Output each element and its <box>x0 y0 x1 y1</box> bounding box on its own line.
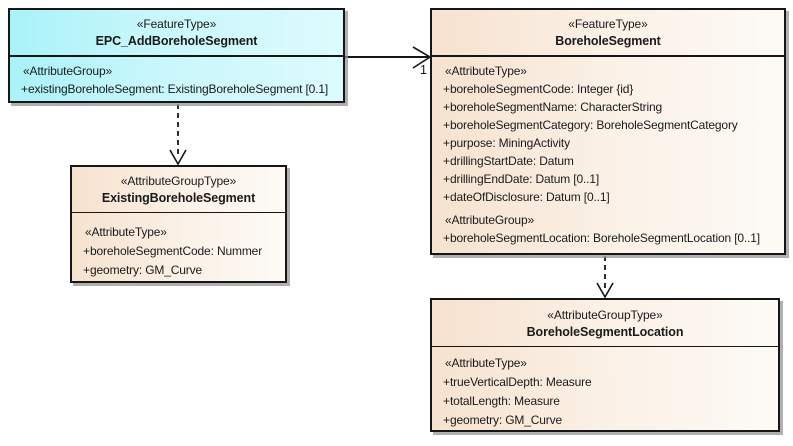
class-stereotype: «AttributeGroupType» <box>547 307 663 322</box>
visibility-marker: + <box>443 118 450 132</box>
visibility-marker: + <box>443 190 450 204</box>
visibility-marker: + <box>443 231 450 245</box>
class-box-boreholesegment[interactable]: «FeatureType» BoreholeSegment «Attribute… <box>430 8 786 255</box>
attribute-text: boreholeSegmentName: CharacterString <box>450 100 663 114</box>
attribute-text: totalLength: Measure <box>450 393 560 408</box>
attribute-row: + purpose: MiningActivity <box>432 134 784 152</box>
attribute-text: geometry: GM_Curve <box>450 412 563 427</box>
attribute-stereotype: «AttributeType» <box>445 355 527 370</box>
visibility-marker: + <box>443 82 450 96</box>
visibility-marker: + <box>443 412 450 427</box>
class-attributes: «AttributeType» + boreholeSegmentCode: I… <box>432 57 784 247</box>
visibility-marker: + <box>83 243 90 258</box>
attribute-text: boreholeSegmentCode: Integer {id} <box>450 82 634 96</box>
multiplicity-label: 1 <box>420 63 427 77</box>
class-attributes: «AttributeType» + trueVerticalDepth: Mea… <box>432 347 778 429</box>
visibility-marker: + <box>21 82 28 96</box>
attribute-text: drillingStartDate: Datum <box>450 154 574 168</box>
attribute-row: + boreholeSegmentName: CharacterString <box>432 98 784 116</box>
class-stereotype: «AttributeGroupType» <box>120 174 237 188</box>
class-name: ExistingBoreholeSegment <box>101 191 256 205</box>
attribute-row: + boreholeSegmentCode: Nummer <box>72 241 285 260</box>
attribute-text: existingBoreholeSegment: ExistingBorehol… <box>28 82 329 96</box>
attribute-row: + geometry: GM_Curve <box>432 410 778 429</box>
visibility-marker: + <box>443 374 450 389</box>
attribute-text: dateOfDisclosure: Datum [0..1] <box>450 190 610 204</box>
visibility-marker: + <box>83 262 90 277</box>
class-name: EPC_AddBoreholeSegment <box>95 34 258 48</box>
connector-association <box>345 46 432 69</box>
attribute-text: purpose: MiningActivity <box>450 136 570 150</box>
class-header: «AttributeGroupType» BoreholeSegmentLoca… <box>432 300 778 347</box>
class-name: BoreholeSegmentLocation <box>526 324 684 339</box>
class-name: BoreholeSegment <box>555 34 661 48</box>
attribute-row: + drillingStartDate: Datum <box>432 152 784 170</box>
visibility-marker: + <box>443 172 450 186</box>
attribute-row: + totalLength: Measure <box>432 391 778 410</box>
attribute-stereotype: «AttributeType» <box>445 64 527 78</box>
attribute-row: + geometry: GM_Curve <box>72 260 285 279</box>
connector-dependency-location <box>596 256 614 299</box>
attribute-text: trueVerticalDepth: Measure <box>450 374 592 389</box>
attribute-stereotype: «AttributeType» <box>85 224 167 239</box>
attribute-text: geometry: GM_Curve <box>90 262 203 277</box>
attribute-row: + boreholeSegmentCode: Integer {id} <box>432 80 784 98</box>
attribute-row: + existingBoreholeSegment: ExistingBoreh… <box>10 80 343 98</box>
attribute-text: drillingEndDate: Datum [0..1] <box>450 172 600 186</box>
attribute-stereotype: «AttributeGroup» <box>445 213 534 227</box>
class-box-boreholesegmentlocation[interactable]: «AttributeGroupType» BoreholeSegmentLoca… <box>430 298 780 432</box>
visibility-marker: + <box>443 136 450 150</box>
attribute-text: boreholeSegmentCategory: BoreholeSegment… <box>450 118 738 132</box>
class-box-epc-addboreholesegment[interactable]: «FeatureType» EPC_AddBoreholeSegment «At… <box>8 8 345 103</box>
class-attributes: «AttributeType» + boreholeSegmentCode: N… <box>72 213 285 279</box>
class-stereotype: «FeatureType» <box>568 17 648 31</box>
attribute-row: + drillingEndDate: Datum [0..1] <box>432 170 784 188</box>
attribute-row: + dateOfDisclosure: Datum [0..1] <box>432 188 784 206</box>
attribute-stereotype: «AttributeGroup» <box>23 64 112 78</box>
connector-dependency-existing <box>169 104 187 166</box>
attribute-row: + boreholeSegmentCategory: BoreholeSegme… <box>432 116 784 134</box>
class-header: «AttributeGroupType» ExistingBoreholeSeg… <box>72 167 285 213</box>
class-header: «FeatureType» BoreholeSegment <box>432 10 784 57</box>
class-header: «FeatureType» EPC_AddBoreholeSegment <box>10 10 343 57</box>
visibility-marker: + <box>443 393 450 408</box>
attribute-text: boreholeSegmentCode: Nummer <box>90 243 263 258</box>
visibility-marker: + <box>443 154 450 168</box>
attribute-row: + boreholeSegmentLocation: BoreholeSegme… <box>432 229 784 247</box>
visibility-marker: + <box>443 100 450 114</box>
attribute-row: + trueVerticalDepth: Measure <box>432 372 778 391</box>
class-box-existingboreholesegment[interactable]: «AttributeGroupType» ExistingBoreholeSeg… <box>70 165 287 283</box>
attribute-text: boreholeSegmentLocation: BoreholeSegment… <box>450 231 760 245</box>
class-attributes: «AttributeGroup» + existingBoreholeSegme… <box>10 57 343 98</box>
class-stereotype: «FeatureType» <box>136 17 217 31</box>
